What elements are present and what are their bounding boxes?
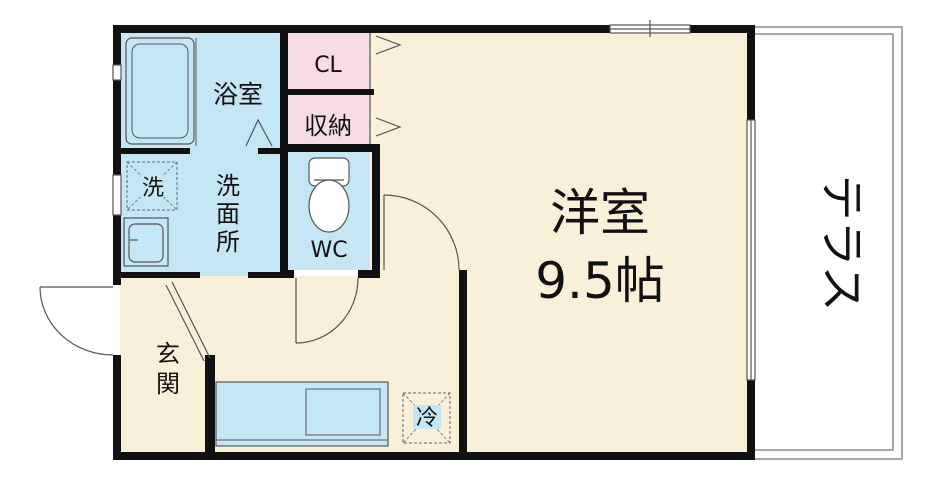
- sink-icon: [123, 217, 169, 267]
- storage-label: 収納: [304, 112, 352, 140]
- storage-floor: [284, 94, 370, 146]
- fridge-label: 冷: [416, 406, 438, 431]
- door-swing-icon: [39, 194, 460, 362]
- washroom-floor: [120, 152, 284, 276]
- bathtub-icon: [125, 37, 273, 147]
- western-room-size: 9.5帖: [535, 252, 665, 310]
- toilet-label: WC: [310, 238, 347, 263]
- room-labels: 浴室 CL 収納 洗 洗 面 所 WC 洋室 9.5帖 玄 関 冷 テラス: [142, 53, 869, 431]
- washroom-label-3: 所: [216, 228, 240, 256]
- windows: [112, 20, 756, 381]
- washroom-label-2: 面: [216, 200, 240, 228]
- washer-space: [126, 161, 178, 211]
- washer-label: 洗: [142, 176, 164, 201]
- western-room-label: 洋室: [550, 184, 650, 242]
- terrace-area: [750, 26, 903, 460]
- entrance-label-1: 玄: [156, 340, 180, 368]
- entrance-label-2: 関: [156, 370, 180, 398]
- terrace-label: テラス: [815, 174, 869, 311]
- washroom-label-1: 洗: [216, 172, 240, 200]
- toilet-icon: [308, 157, 350, 233]
- closet-floor: [284, 30, 370, 90]
- walls: [113, 25, 755, 460]
- kitchen-counter-icon: [215, 381, 389, 447]
- closet-label: CL: [314, 53, 342, 78]
- closet-doors: [369, 33, 402, 144]
- bath-label: 浴室: [213, 80, 263, 109]
- fridge-space: [402, 392, 451, 444]
